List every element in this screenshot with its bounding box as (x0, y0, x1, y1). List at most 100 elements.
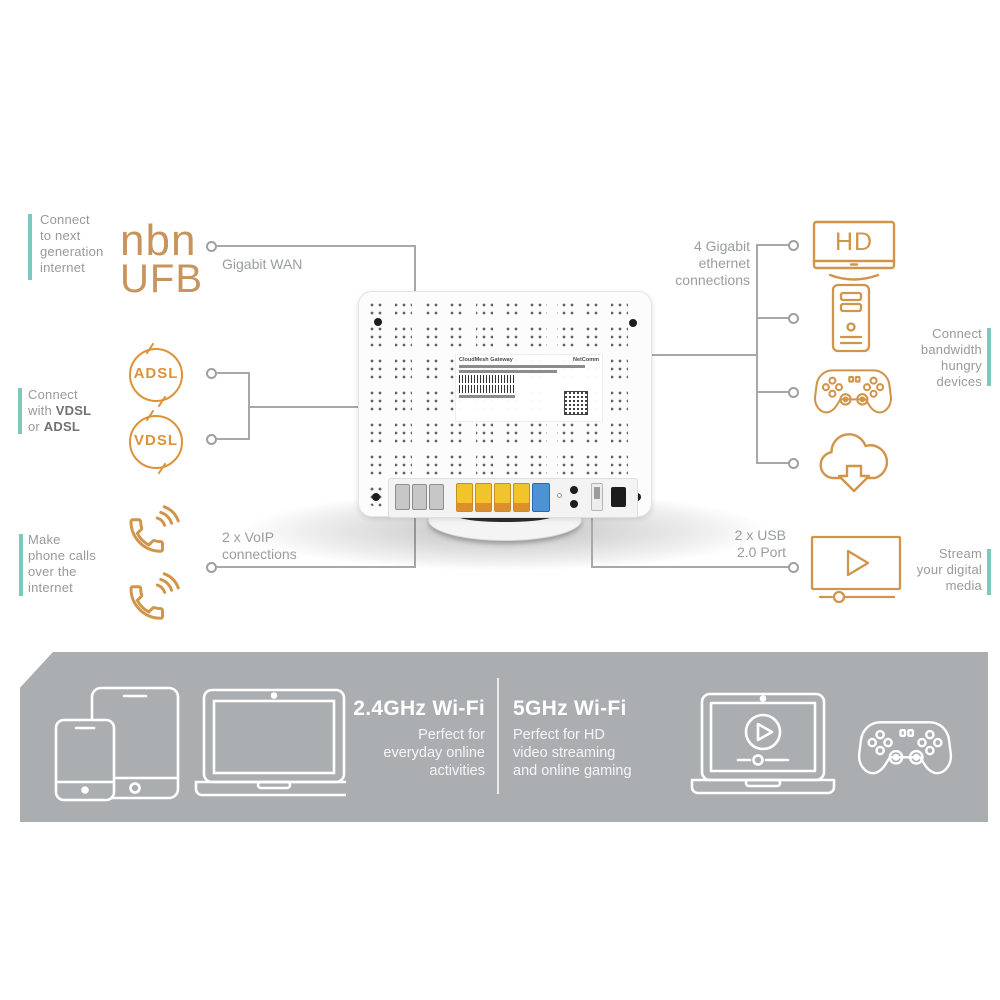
caption-line: Make (28, 532, 61, 547)
laptop-streaming-icon (688, 692, 838, 808)
label-line: 4 Gigabit (693, 238, 750, 254)
sub-line: and online gaming (513, 763, 632, 779)
lan-port (494, 483, 511, 512)
connector-endpoint (788, 562, 799, 573)
connector-line-vdsl (216, 438, 250, 440)
wifi5-sub: Perfect for HD video streaming and onlin… (513, 726, 693, 780)
caption-line: Stream (938, 546, 982, 561)
connector-branch (758, 244, 789, 246)
connector-line-wan (216, 245, 416, 247)
connector-line-eth-trunk (756, 244, 758, 464)
band-divider (497, 678, 499, 794)
caption-line: or ADSL (28, 419, 80, 434)
connector-branch (758, 317, 789, 319)
media-player-icon (810, 535, 902, 603)
voip-phone-icon (124, 503, 180, 561)
qr-code (564, 391, 588, 415)
accent-bar (28, 214, 32, 280)
wan-port (532, 483, 550, 512)
hd-label: HD (834, 228, 874, 256)
connector-endpoint (788, 240, 799, 251)
caption-line: over the (28, 564, 77, 579)
vdsl-badge-text: VDSL (133, 432, 178, 449)
router-brand-left: CloudMesh Gateway (459, 357, 513, 363)
reset-pinhole (557, 493, 562, 498)
lan-port (513, 483, 530, 512)
label-line: 2 x USB (734, 527, 786, 543)
sub-line: video streaming (513, 745, 616, 761)
desktop-tower-icon (831, 283, 871, 353)
connector-endpoint (788, 313, 799, 324)
voip-caption: Make phone calls over the internet (28, 532, 96, 596)
stream-caption: Stream your digital media (890, 546, 982, 594)
voip-port (429, 484, 444, 510)
ufb-logo-text: UFB (120, 257, 203, 301)
label-line: connections (675, 272, 750, 288)
lan-port (456, 483, 473, 512)
caption-line: to next (40, 228, 81, 243)
caption-line: with VDSL (28, 403, 92, 418)
screw-hole (374, 318, 382, 326)
label-line: ethernet (698, 255, 750, 271)
caption-line: your digital (916, 562, 982, 577)
connector-line-voip (216, 566, 416, 568)
screw-hole (629, 319, 637, 327)
gamepad-white-icon (853, 710, 957, 782)
dsl-caption: Connect with VDSL or ADSL (28, 387, 91, 435)
caption-line: Connect (28, 387, 78, 402)
connector-line-voip-rise (414, 514, 416, 568)
caption-line: bandwidth (920, 342, 982, 357)
caption-line: media (945, 578, 982, 593)
lan-port (475, 483, 492, 512)
label-line: 2 x VoIP (222, 529, 274, 545)
wifi24-sub: Perfect for everyday online activities (325, 726, 485, 780)
barcode (459, 375, 514, 383)
label-line: connections (222, 546, 297, 563)
caption-line: generation (40, 244, 104, 259)
connector-endpoint (788, 458, 799, 469)
connector-branch (758, 391, 789, 393)
smartphone-icon (54, 718, 116, 802)
router-info-label: CloudMesh Gateway NetComm (455, 354, 603, 422)
sub-line: Perfect for HD (513, 727, 605, 743)
sub-line: everyday online (383, 745, 485, 761)
caption-line: Connect (40, 212, 90, 227)
connector-line-dsl-feed (248, 406, 360, 408)
connector-line-adsl (216, 372, 250, 374)
adsl-badge-icon: ADSL (123, 341, 189, 407)
bandwidth-caption: Connect bandwidth hungry devices (890, 326, 982, 390)
nbn-ufb-logo: nbn UFB (120, 216, 203, 301)
caption-line: internet (40, 260, 85, 275)
caption-line: devices (936, 374, 982, 389)
ethernet-connector-label: 4 Gigabit ethernet connections (650, 238, 750, 289)
connector-endpoint (788, 387, 799, 398)
router-ports-panel (388, 478, 638, 518)
usb-connector-label: 2 x USB 2.0 Port (700, 527, 786, 561)
accent-bar (987, 549, 991, 595)
wifi24-title: 2.4GHz Wi-Fi (353, 697, 485, 720)
power-port (611, 487, 626, 507)
caption-line: Connect (932, 326, 982, 341)
hd-tv-icon (812, 220, 896, 282)
accent-bar (19, 534, 23, 596)
voip-phone-icon (124, 570, 180, 628)
voip-port (395, 484, 410, 510)
game-controller-icon (810, 360, 896, 420)
usb-port (591, 483, 603, 511)
cloud-download-icon (812, 428, 896, 500)
screw-hole (372, 493, 380, 501)
accent-bar (18, 388, 22, 434)
connector-line-eth-feed (650, 354, 757, 356)
wan-caption: Connect to next generation internet (40, 212, 103, 276)
gigabit-wan-label: Gigabit WAN (222, 256, 303, 272)
router-brand-right: NetComm (573, 357, 599, 363)
connector-line-wan-drop (414, 245, 416, 293)
connector-line-usb-rise (591, 514, 593, 568)
connector-branch (758, 462, 789, 464)
vdsl-badge-icon: VDSL (123, 408, 189, 474)
barcode (459, 385, 514, 393)
sub-line: activities (429, 763, 485, 779)
nbn-logo-text: nbn (120, 216, 197, 265)
voip-connector-label: 2 x VoIP connections (222, 529, 297, 563)
